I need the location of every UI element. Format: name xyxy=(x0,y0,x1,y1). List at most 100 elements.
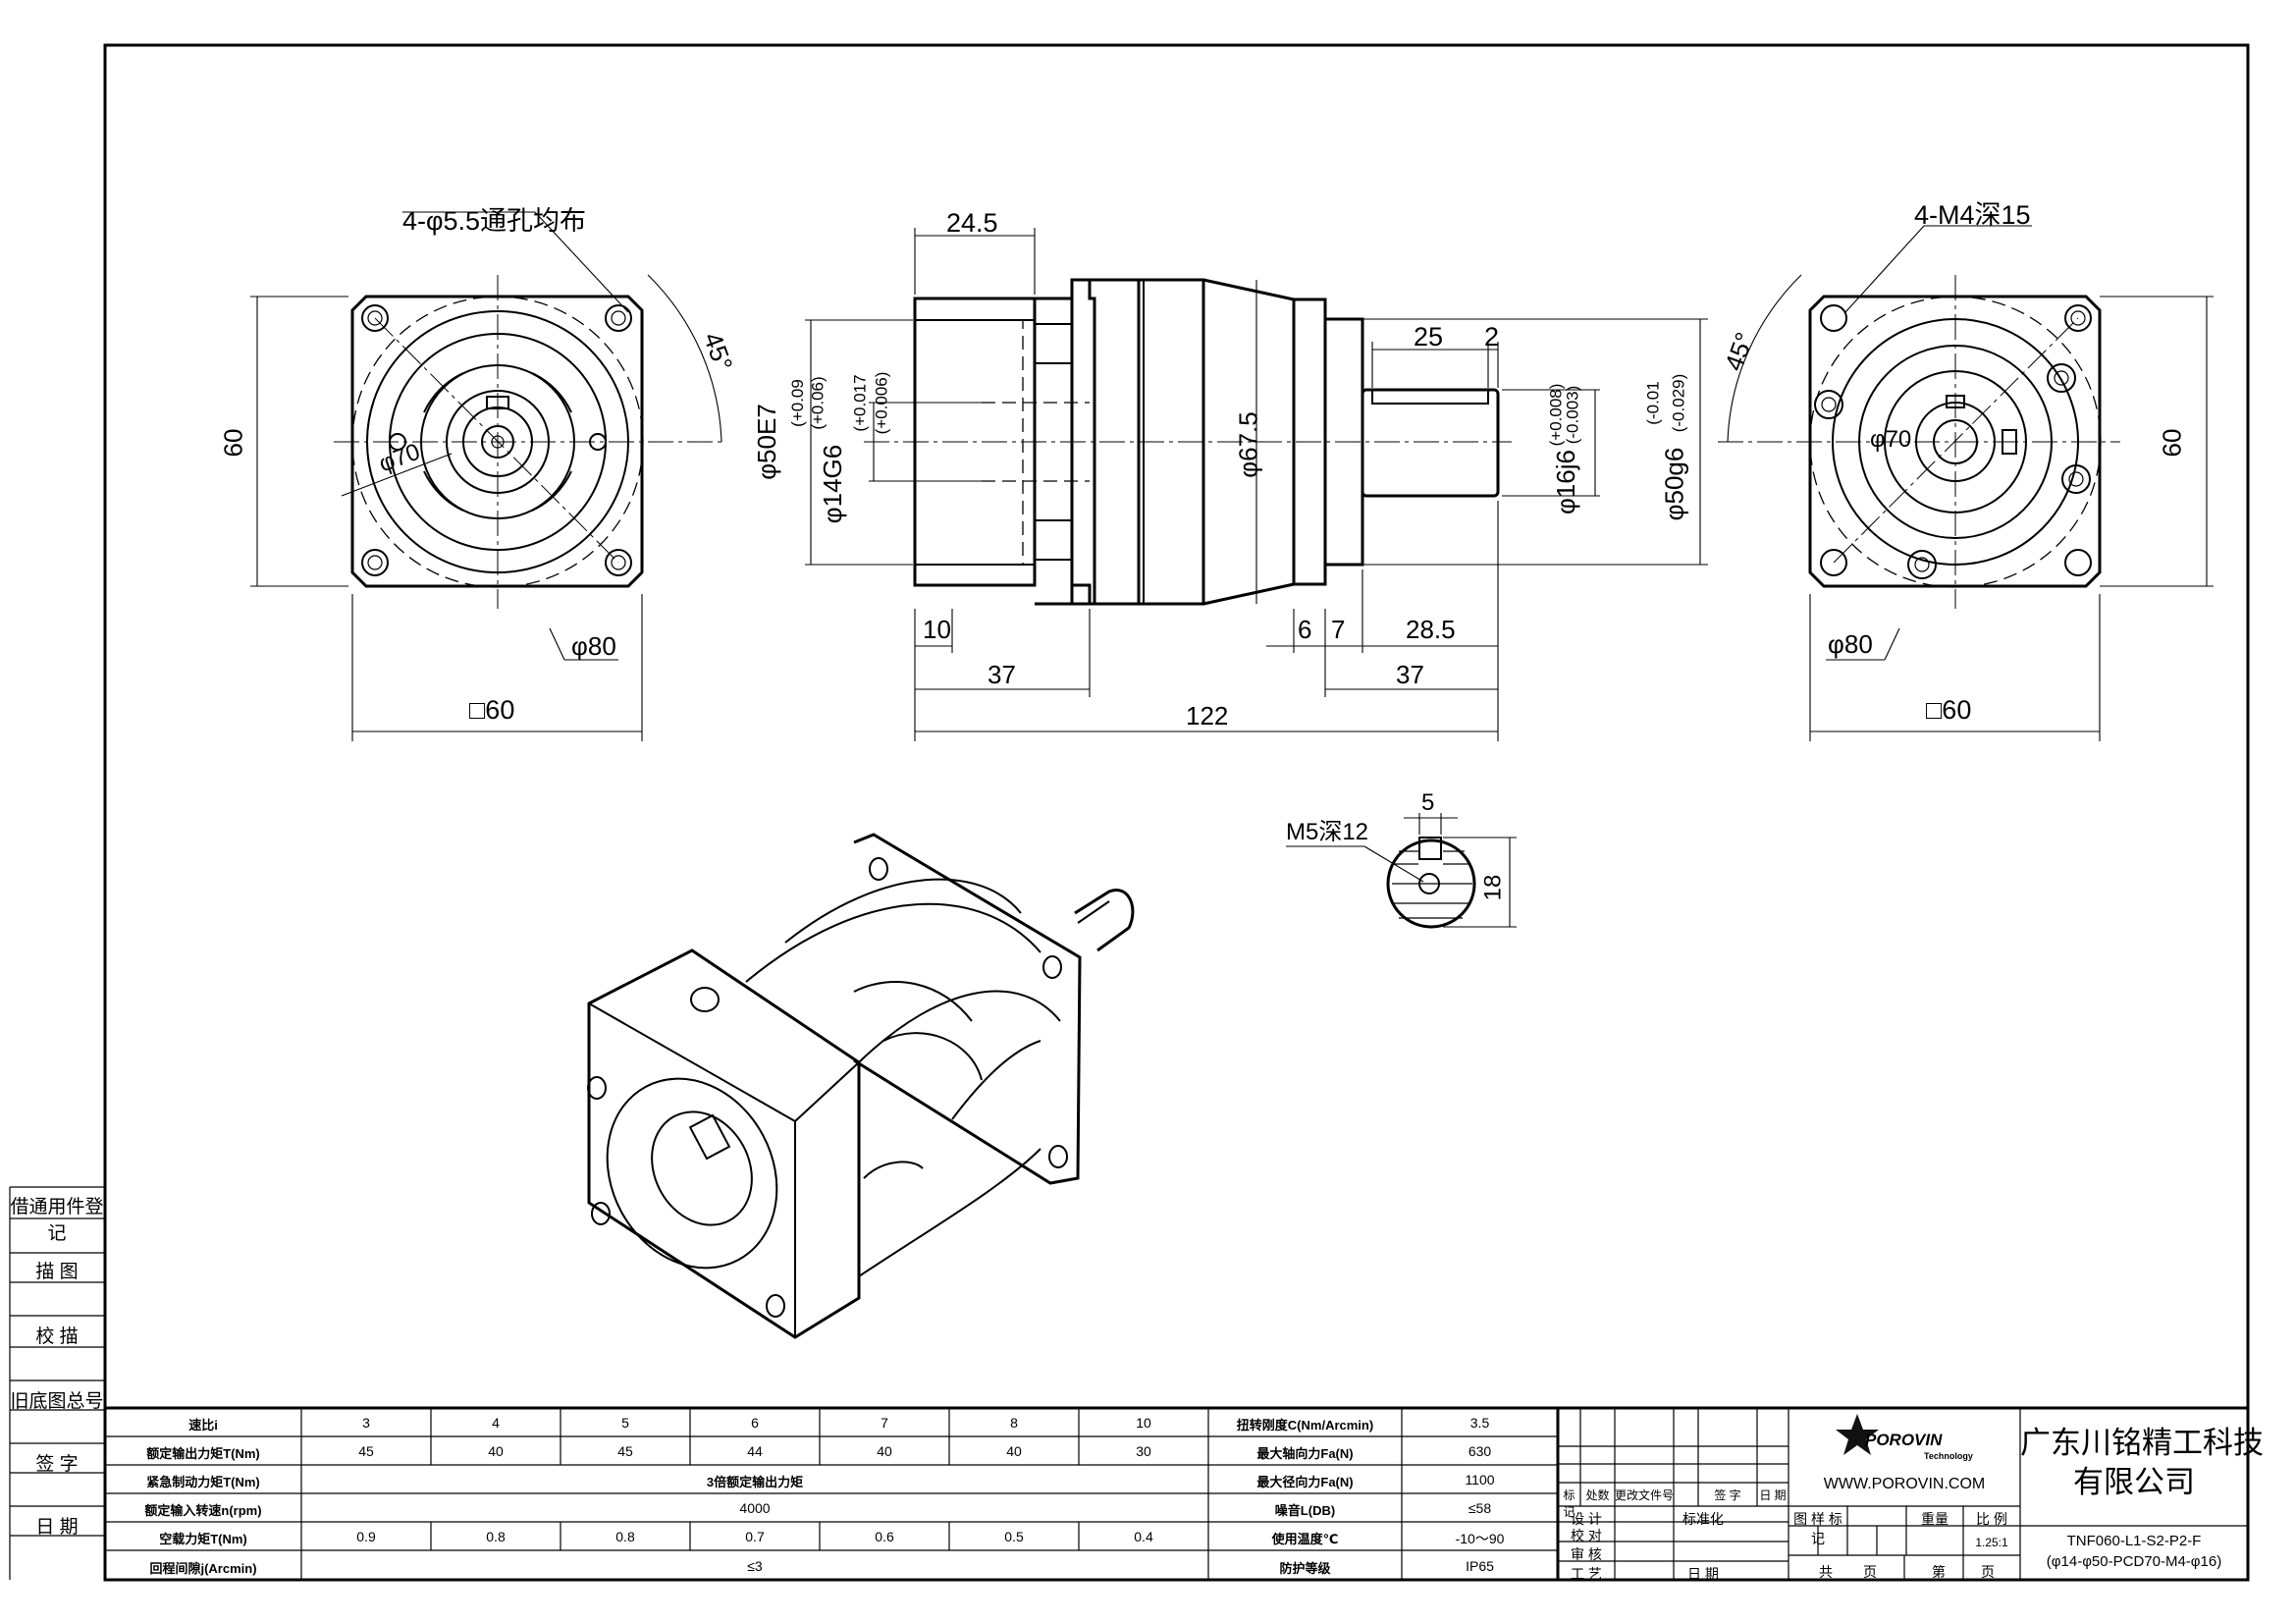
tb-total: 共 xyxy=(1819,1564,1833,1580)
logo-wordmark: POROVIN xyxy=(1865,1431,1943,1449)
dim-14g6-tol-upper: (+0.017 xyxy=(850,374,870,432)
rear-pcd-label: φ70 xyxy=(1870,426,1912,453)
spec-right-label: 最大径向力Fa(N) xyxy=(1256,1475,1354,1489)
tb-rev-sign: 签 字 xyxy=(1714,1488,1741,1502)
tb-check: 校 对 xyxy=(1571,1528,1602,1543)
dim-50g6-tol-lower: (-0.029) xyxy=(1669,373,1688,433)
spec-noload-label: 空载力矩T(Nm) xyxy=(159,1532,247,1546)
spec-ratio-value: 8 xyxy=(1010,1415,1018,1431)
spec-ratio-value: 6 xyxy=(751,1415,759,1431)
title-block-lines xyxy=(1556,1406,2250,1582)
spec-rated-torque-label: 额定输出力矩T(Nm) xyxy=(146,1446,260,1461)
dim-122: 122 xyxy=(1186,701,1229,730)
tb-rev-mark: 标记 xyxy=(1563,1488,1575,1519)
spec-right-value: 630 xyxy=(1468,1443,1492,1459)
spec-right-label: 噪音L(DB) xyxy=(1274,1503,1336,1518)
side-strip-row-6: 日 期 xyxy=(35,1517,79,1538)
spec-backlash-label: 回程间隙j(Arcmin) xyxy=(149,1561,257,1576)
tb-website: WWW.POROVIN.COM xyxy=(1823,1476,1986,1492)
sheet-border xyxy=(103,43,2250,1582)
spec-rated-torque-value: 45 xyxy=(358,1443,374,1459)
dim-37-right: 37 xyxy=(1396,660,1424,689)
dim-7: 7 xyxy=(1331,615,1346,644)
front-dia-label: φ80 xyxy=(571,631,616,661)
tb-company-line-2: 有限公司 xyxy=(2073,1465,2195,1499)
dim-16j6-tol-upper: (+0.008) xyxy=(1546,383,1566,447)
dim-10: 10 xyxy=(923,615,951,644)
rear-dia-label: φ80 xyxy=(1828,629,1873,659)
spec-emergency-label: 紧急制动力矩T(Nm) xyxy=(146,1475,260,1489)
spec-ratio-value: 3 xyxy=(362,1415,370,1431)
tb-design: 设 计 xyxy=(1571,1511,1602,1527)
front-height-label: 60 xyxy=(218,428,248,458)
tb-standard: 标准化 xyxy=(1682,1511,1724,1527)
spec-right-value: -10～90 xyxy=(1455,1531,1505,1546)
front-holes-label: 4-φ5.5通孔均布 xyxy=(402,206,587,236)
rear-view xyxy=(1718,225,2214,741)
tb-date: 日 期 xyxy=(1687,1566,1719,1582)
rear-height-label: 60 xyxy=(2157,428,2187,458)
dim-14g6: φ14G6 xyxy=(818,444,848,524)
tb-sheet: 第 xyxy=(1932,1564,1946,1580)
side-view xyxy=(805,228,1708,741)
spec-noload-value: 0.7 xyxy=(745,1529,765,1544)
dim-50g6: φ50g6 xyxy=(1659,447,1689,521)
dim-16j6: φ16j6 xyxy=(1551,449,1581,515)
tb-model-line-2: (φ14-φ50-PCD70-M4-φ16) xyxy=(2046,1553,2222,1570)
side-strip xyxy=(9,1186,105,1580)
tb-page-2: 页 xyxy=(1981,1564,1995,1580)
spec-ratio-value: 10 xyxy=(1136,1415,1151,1431)
dim-50e7-tol-upper: (+0.09 xyxy=(787,379,807,427)
dim-50e7: φ50E7 xyxy=(751,404,781,480)
tb-process: 工 艺 xyxy=(1571,1566,1602,1582)
dim-6: 6 xyxy=(1298,615,1312,644)
section-view xyxy=(1286,813,1517,929)
spec-rated-torque-value: 40 xyxy=(877,1443,892,1459)
spec-right-value: ≤58 xyxy=(1468,1500,1492,1516)
spec-right-label: 防护等级 xyxy=(1279,1561,1331,1576)
logo-star-icon xyxy=(1836,1414,1879,1455)
section-thread-label: M5深12 xyxy=(1286,819,1369,845)
tb-scale: 1.25:1 xyxy=(1975,1536,2008,1549)
spec-right-value: 1100 xyxy=(1465,1472,1495,1488)
side-strip-row-4: 旧底图总号 xyxy=(10,1391,104,1412)
front-square-label: □60 xyxy=(469,695,515,725)
spec-rated-torque-value: 40 xyxy=(488,1443,504,1459)
spec-backlash-value: ≤3 xyxy=(747,1558,763,1574)
spec-right-label: 扭转刚度C(Nm/Arcmin) xyxy=(1236,1418,1374,1433)
spec-ratio-label: 速比i xyxy=(188,1418,218,1433)
spec-rated-torque-value: 40 xyxy=(1006,1443,1022,1459)
spec-noload-value: 0.5 xyxy=(1004,1529,1024,1544)
side-strip-row-3: 校 描 xyxy=(35,1326,79,1347)
tb-page: 页 xyxy=(1863,1564,1877,1580)
rear-square-label: □60 xyxy=(1926,695,1972,725)
logo-subtitle: Technology xyxy=(1924,1451,1973,1461)
spec-right-label: 使用温度℃ xyxy=(1271,1532,1339,1546)
spec-noload-value: 0.9 xyxy=(356,1529,376,1544)
dim-50g6-tol-upper: (-0.01 xyxy=(1643,381,1663,425)
dim-37-left: 37 xyxy=(988,660,1016,689)
dim-67-5: φ67.5 xyxy=(1233,411,1263,478)
spec-ratio-value: 5 xyxy=(621,1415,629,1431)
spec-table-lines xyxy=(103,1406,1560,1582)
side-strip-row-5: 签 字 xyxy=(35,1454,79,1475)
spec-noload-value: 0.4 xyxy=(1134,1529,1153,1544)
tb-scale-label: 比 例 xyxy=(1976,1511,2007,1527)
spec-ratio-value: 4 xyxy=(492,1415,500,1431)
tb-drawing-mark: 图 样 标 记 xyxy=(1793,1511,1842,1546)
spec-input-speed-value: 4000 xyxy=(739,1500,771,1516)
spec-rated-torque-value: 44 xyxy=(747,1443,763,1459)
section-key-width: 5 xyxy=(1421,789,1435,816)
side-strip-row-1: 借通用件登记 xyxy=(10,1197,104,1244)
spec-rated-torque-value: 30 xyxy=(1136,1443,1151,1459)
tb-company-line-1: 广东川铭精工科技 xyxy=(2020,1426,2264,1460)
spec-noload-value: 0.8 xyxy=(486,1529,506,1544)
tb-rev-doc: 更改文件号 xyxy=(1615,1488,1675,1502)
spec-right-value: IP65 xyxy=(1466,1558,1494,1574)
spec-ratio-value: 7 xyxy=(881,1415,888,1431)
spec-noload-value: 0.8 xyxy=(615,1529,635,1544)
rear-holes-label: 4-M4深15 xyxy=(1914,200,2031,230)
dim-28-5: 28.5 xyxy=(1406,615,1456,644)
